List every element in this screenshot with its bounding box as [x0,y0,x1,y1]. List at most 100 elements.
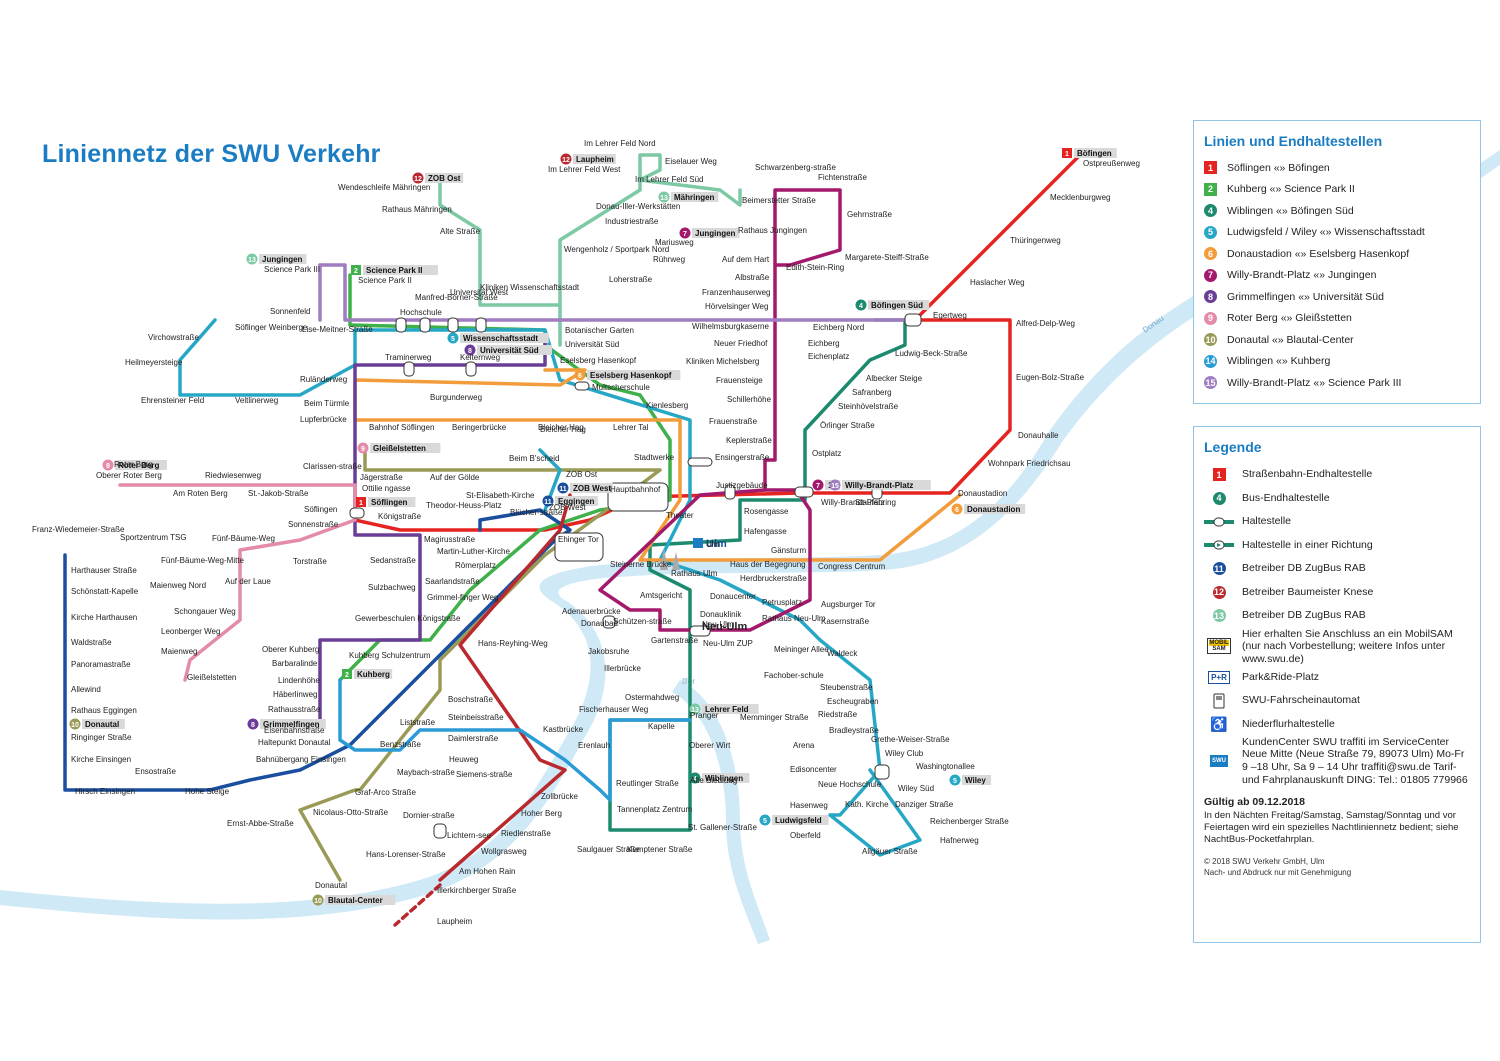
terminal-number: 11 [559,486,567,493]
station-label: Donauklinik [700,610,742,619]
station-label: Kirche Harthausen [71,613,137,622]
station-label: Fünf-Bäume-Weg [212,534,275,543]
station-label: Söflinger Weinberge [235,323,308,332]
reprint-text: Nach- und Abdruck nur mit Genehmigung [1204,867,1352,877]
lines-panel-heading: Linien und Endhaltestellen [1204,133,1383,149]
stop-marker [689,625,711,637]
terminal-label-bg [964,504,1026,514]
minster-icon [660,548,680,570]
line-5-path [178,318,922,857]
station-label: Eisenbahnstraße [264,726,325,735]
station-label: Ensingerstraße [715,453,770,462]
station-label: Alfred-Delp-Weg [1016,319,1075,328]
station-label: Heilmeyersteige [125,358,183,367]
terminal-number: 10 [314,898,322,905]
station-label: Auf der Laue [225,577,271,586]
terminal-label: Ludwigsfeld [775,816,822,825]
station-label: Tannenplatz Zentrum [617,805,692,814]
ticket-icon [1204,693,1234,709]
station-label: Steubenstraße [820,683,873,692]
station-label: Zollbrücke [541,792,578,801]
stop-icon [1204,517,1234,527]
station-label: Im Lehrer Feld West [548,165,621,174]
river-iller [672,680,770,944]
station-label: Bleicher Hag [540,425,586,434]
station-label: Riedlenstraße [501,829,551,838]
terminal-label: Donautal [85,720,119,729]
terminal-number: 7 [683,231,687,238]
station-label: Auf der Gölde [430,473,480,482]
tram-terminal-icon: 1 [1204,468,1234,482]
station-label: Alte Siedlung [690,776,737,785]
station-label: Söflingen [304,505,337,514]
station-label: Industriestraße [605,217,659,226]
station-label: Eichberg Nord [813,323,864,332]
station-label: Eichberg [808,339,840,348]
station-label: Martin-Luther-Kirche [437,547,510,556]
station-label: Lehrer Tal [613,423,649,432]
terminal-label: ZOB West [573,484,611,493]
station-label: Eselsberg Hasenkopf [560,356,637,365]
line-badge: 14 [1204,354,1217,368]
terminal-badge [351,265,361,275]
station-label: Theater [666,511,694,520]
station-label: Keplerstraße [726,436,772,445]
terminal-badge [951,503,963,515]
station-label: Mariusweg [655,238,694,247]
station-label: Ehrensteiner Feld [141,396,204,405]
station-label: Wollgrasweg [481,847,527,856]
station-label: Donaubad [581,619,618,628]
station-label: Oberer Wirt [689,741,731,750]
station-label: Wiley Club [885,749,924,758]
station-label: Oberer Kuhberg [262,645,319,654]
city-label-ulm: Ulm [706,538,727,550]
line-7b-path [598,488,812,632]
op13-icon: 13 [1212,609,1226,623]
station-label: Theodor-Heuss-Platz [426,501,502,510]
station-label: Universität West [450,288,509,297]
terminal-badge [356,497,366,507]
terminal-number: 2 [345,672,349,679]
pr-icon: P+R [1204,670,1234,684]
station-label: Oberfeld [790,831,821,840]
terminal-number: 4 [859,303,863,310]
terminal-label: Wissenschaftsstadt [463,334,538,343]
station-label: Safranberg [852,388,892,397]
terminal-label-bg [570,483,613,493]
station-label: Wohnpark Friedrichsau [988,459,1071,468]
station-label: Königstraße [378,512,422,521]
station-label: Sedanstraße [370,556,416,565]
line-7-path [763,188,842,492]
station-label: Frauensteige [716,376,763,385]
station-label: Siemens-straße [456,770,513,779]
station-label: Albecker Steige [866,374,923,383]
legend-label: Bus-Endhaltestelle [1242,491,1330,504]
terminal-label: Laupheim [576,155,614,164]
station-label: Panoramastraße [71,660,131,669]
stop-marker [602,615,616,629]
terminal-number: 1 [359,500,363,507]
station-label: St.-Jakob-Straße [248,489,309,498]
station-label: Ostermahdweg [625,693,679,702]
terminal-label-bg [370,443,441,453]
terminal-label-bg [555,496,598,506]
station-label: Roter Berg [114,460,153,469]
legend-item-ticket: SWU-Fahrscheinautomat [1204,689,1470,713]
terminal-badge [69,718,81,730]
copyright-text: © 2018 SWU Verkehr GmbH, Ulm [1204,856,1325,866]
line-badge: 8 [1204,290,1217,304]
station-label: Reichenberger Straße [930,817,1009,826]
station-label: Sonnenstraße [288,520,339,529]
legend-label: Niederflurhaltestelle [1242,717,1335,730]
station-label: Schongauer Weg [174,607,236,616]
station-label: Meininger Allee [774,645,829,654]
stop-marker [447,317,459,333]
